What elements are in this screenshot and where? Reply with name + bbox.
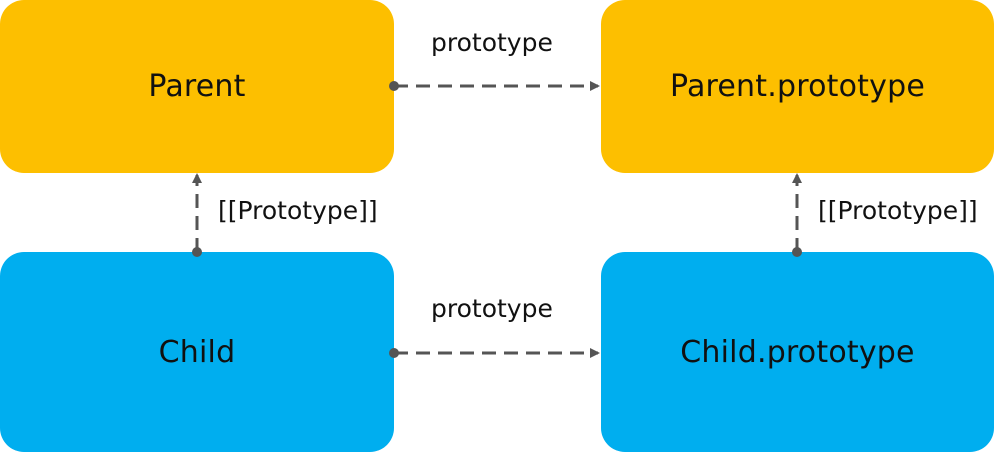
edge-label-child-prototype: prototype xyxy=(431,294,553,323)
edge-label-childproto-to-parentproto: [[Prototype]] xyxy=(818,196,978,225)
edge-label-child-to-parent: [[Prototype]] xyxy=(218,196,378,225)
edge-child-to-parent xyxy=(192,173,202,257)
node-parent-prototype: Parent.prototype xyxy=(601,0,994,173)
node-parent: Parent xyxy=(0,0,394,173)
node-child-label: Child xyxy=(158,334,236,370)
edge-label-parent-prototype: prototype xyxy=(431,28,553,57)
node-child: Child xyxy=(0,252,394,452)
edge-childproto-to-parentproto xyxy=(792,173,802,257)
node-child-prototype: Child.prototype xyxy=(601,252,994,452)
edge-parent-to-parent-prototype xyxy=(389,81,600,91)
node-parent-prototype-label: Parent.prototype xyxy=(670,69,925,104)
edge-child-to-child-prototype xyxy=(389,348,600,358)
node-child-prototype-label: Child.prototype xyxy=(680,334,915,370)
node-parent-label: Parent xyxy=(148,69,246,104)
